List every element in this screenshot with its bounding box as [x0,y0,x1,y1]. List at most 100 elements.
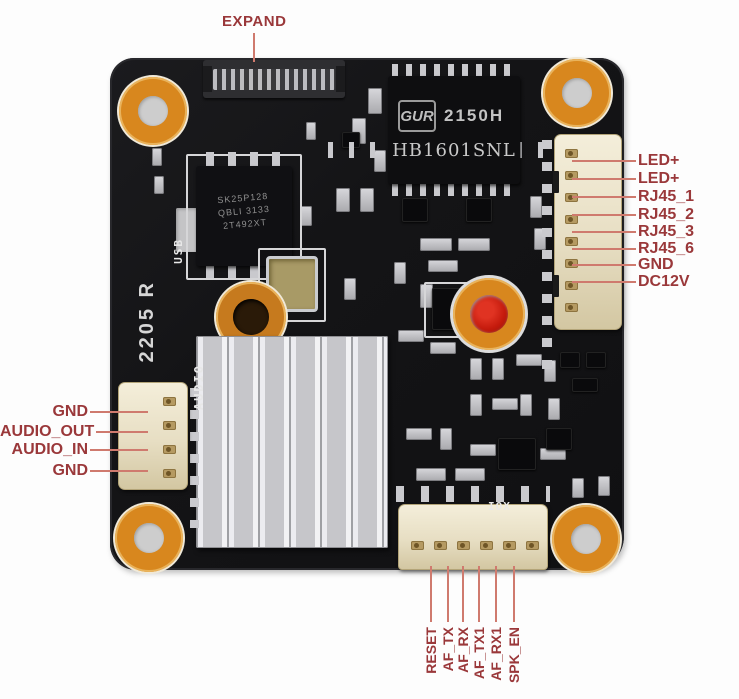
connector-pin [565,171,578,180]
connector-pin [565,303,578,312]
leader-line [430,566,432,622]
annotation-label: GND [52,462,88,479]
connector-slot [553,275,559,297]
silkscreen-audio: AUDIO [192,364,206,411]
leader-line [90,449,148,451]
annotation-label: GND [52,403,88,420]
hole-pad [562,78,592,108]
smd-component [368,88,382,114]
ethernet-transformer-chip: GUR 2150H HB1601SNL [388,76,520,184]
annotation-label: LED+ [638,152,680,169]
leader-line [495,566,497,622]
annotation-label: AF_RX1 [488,627,504,681]
annotation-led-plus-1: LED+ [572,152,679,170]
leader-line [447,566,449,622]
smd-component [520,394,532,416]
smd-component [470,394,482,416]
connector-pin [565,237,578,246]
annotation-label: SPK_EN [506,627,522,684]
connector-pin [163,469,176,478]
smd-component [420,238,452,251]
connector-pin [480,541,493,550]
connector-pin [565,259,578,268]
annotation-spk-en: SPK_EN [506,566,522,683]
ffc-pins [213,69,335,90]
annotation-label: RJ45_3 [638,223,695,240]
annotation-label: GND [638,256,674,273]
ffc-latch [336,66,345,92]
annotation-led-plus-2: LED+ [572,170,679,188]
connector-pads [190,388,199,528]
pcb-board: GUR 2150H HB1601SNL SK25P128 QBLI 3133 2… [110,58,624,573]
connector-pin [565,215,578,224]
connector-pin [163,421,176,430]
smd-component [152,148,162,166]
ic-chip [402,198,428,222]
annotation-af-tx: AF_TX [440,566,456,671]
hole-pad [138,96,168,126]
smd-component [416,468,446,481]
connector-slot [553,171,559,193]
smd-component [530,196,542,218]
annotation-reset: RESET [423,566,439,674]
annotation-label: DC12V [638,273,690,290]
connector-pin [457,541,470,550]
connector-pin [565,149,578,158]
smd-component [154,176,164,194]
annotation-label: AF_RX [455,627,471,673]
leader-line [572,196,636,198]
leader-line [572,281,636,283]
leader-line [572,178,636,180]
ic-chip [498,438,536,470]
heatsink [196,336,388,548]
hole-pad [134,523,164,553]
smd-component [394,262,406,284]
annotation-label: EXPAND [222,13,287,30]
annotation-rj45-6: RJ45_6 [572,240,694,258]
annotation-gnd-bottom: GND [0,462,148,480]
leader-line [572,231,636,233]
annotation-label: AF_TX1 [471,627,487,680]
smd-component [430,342,456,354]
flash-markings: SK25P128 QBLI 3133 2T492XT [194,188,293,235]
red-indicator-hole [453,278,525,350]
connector-pin [163,445,176,454]
smd-component [540,448,566,460]
smd-component [300,206,312,226]
annotation-label: RJ45_2 [638,206,695,223]
smd-component [344,278,356,300]
annotation-af-tx1: AF_TX1 [471,566,487,679]
annotation-rj45-3: RJ45_3 [572,223,694,241]
connector-pin [565,281,578,290]
connector-pin [526,541,539,550]
leader-line [96,431,148,433]
leader-line [572,264,636,266]
annotation-dc12v: DC12V [572,273,690,291]
hole-center [233,299,269,335]
silkscreen-revision: 2205 R [136,280,158,363]
smd-component [492,358,504,380]
transformer-pins [392,64,516,78]
ic-chip [586,352,606,368]
annotation-label: AUDIO_OUT [0,423,95,440]
smd-component [406,428,432,440]
leader-line [478,566,480,622]
io-connector-6pin [398,504,548,570]
mount-hole-top-right [543,59,611,127]
annotation-label: RJ45_1 [638,188,695,205]
annotation-rj45-1: RJ45_1 [572,188,694,206]
smd-component [598,476,610,496]
smd-component [360,188,374,212]
ffc-latch [203,66,212,92]
annotation-rj45-2: RJ45_2 [572,206,694,224]
connector-pin [411,541,424,550]
ffc-expand-connector [203,60,345,98]
smd-component [572,478,584,498]
smd-component [492,398,518,410]
leader-line [90,470,148,472]
smd-component [470,358,482,380]
smd-component [306,122,316,140]
connector-pin [565,193,578,202]
annotation-gnd-right: GND [572,256,674,274]
